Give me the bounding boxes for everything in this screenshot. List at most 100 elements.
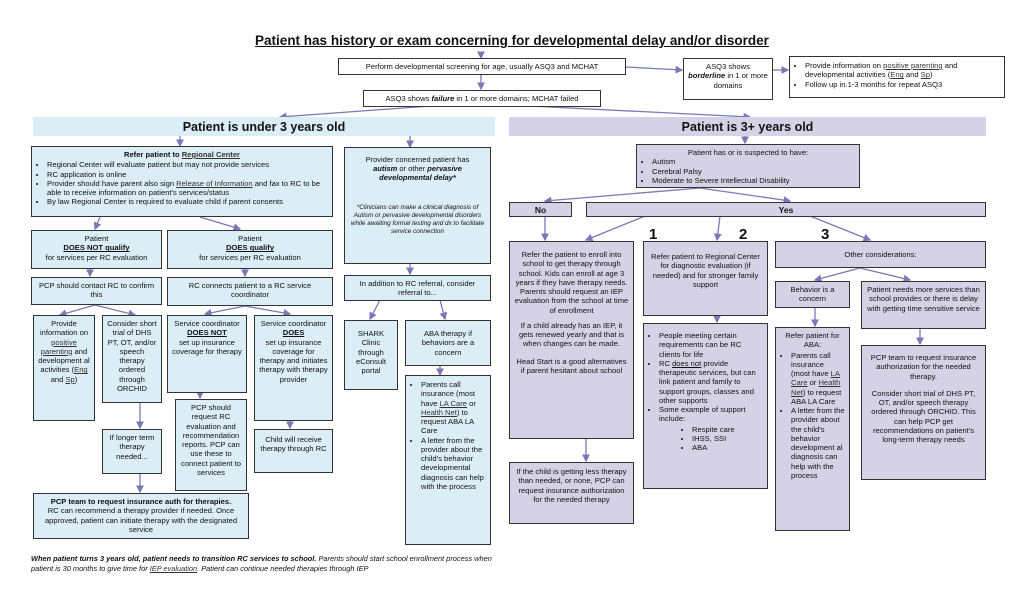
sp-link-2[interactable]: Sp <box>65 374 75 384</box>
pcp-team-auth-box: PCP team to request insurance auth for t… <box>33 493 249 539</box>
failure-text-c: in 1 or more domains; MCHAT failed <box>454 94 579 103</box>
rcc-b2a: RC <box>659 358 673 368</box>
provider-letter-item: A letter from the provider about the chi… <box>421 436 486 492</box>
aba3-b1c: or <box>807 378 819 388</box>
rcc-b2c: provide therapeutic services, but can li… <box>659 358 756 405</box>
eng-link[interactable]: Eng <box>890 70 904 80</box>
refer-aba-item: Parents call insurance (most have LA Car… <box>791 351 845 407</box>
scd-b: DOES <box>282 328 305 338</box>
no-label: No <box>509 202 572 217</box>
borderline-box: ASQ3 shows borderline in 1 or more domai… <box>683 58 773 100</box>
positive-parenting-link[interactable]: positive parenting <box>883 61 943 70</box>
pp-text-c: and developmental activities ( <box>805 61 958 80</box>
refer-rc-bullet: Provider should have parent also sign Re… <box>47 179 328 198</box>
sp-link[interactable]: Sp <box>920 70 930 80</box>
dnq-a: Patient <box>84 234 109 243</box>
pcp-team3-p2: Consider short trial of DHS PT, OT, and/… <box>871 388 976 444</box>
follow-up-item: Follow up in.1-3 months for repeat ASQ3 <box>805 80 1000 89</box>
pc-c: or <box>467 398 476 408</box>
longer-term-box: If longer term therapy needed... <box>102 429 162 474</box>
rcc-b2b: does not <box>672 358 702 368</box>
suspected-item: Cerebral Palsy <box>652 167 855 176</box>
suspected-box: Patient has or is suspected to have: Aut… <box>636 144 860 188</box>
pi-close: ) <box>74 374 78 384</box>
option-number-2: 2 <box>739 226 748 243</box>
health-net-link-2[interactable]: Health Net <box>791 378 841 397</box>
footer-d: . Patient can continue needed therapies … <box>197 563 369 573</box>
suspected-item: Autism <box>652 157 855 166</box>
refer-school-p1: Refer the patient to enroll into school … <box>514 250 629 315</box>
rc-clients-item: Some example of support include: <box>659 405 763 424</box>
pp-text-a: Provide information on <box>805 61 884 70</box>
footer-b: Parents should start school enrollment p… <box>31 554 492 573</box>
footer-a: When patient turns 3 years old, patient … <box>31 554 317 563</box>
failure-text-b: failure <box>431 94 455 103</box>
pcp-request-box: PCP should request RC evaluation and rec… <box>175 399 247 491</box>
under-3-header: Patient is under 3 years old <box>33 117 495 136</box>
refer-school-box: Refer the patient to enroll into school … <box>509 241 634 439</box>
child-receive-box: Child will receive therapy through RC <box>254 429 333 473</box>
over-3-header: Patient is 3+ years old <box>509 117 986 136</box>
pi-and: and <box>50 374 66 384</box>
la-care-link[interactable]: LA Care <box>439 398 468 408</box>
pc-a: Parents call insurance (most have <box>421 380 476 408</box>
positive-parenting-item: Provide information on positive parentin… <box>805 61 1000 80</box>
screening-box: Perform developmental screening for age,… <box>338 58 626 75</box>
refer-aba-title: Refer patient for ABA: <box>785 331 840 350</box>
footer-note: When patient turns 3 years old, patient … <box>31 554 511 573</box>
support-item: ABA <box>692 443 763 452</box>
behavior-concern-box: Behavior is a concern <box>775 281 850 308</box>
refer-rc-bullet: By law Regional Center is required to ev… <box>47 197 328 206</box>
dq-a: Patient <box>238 234 262 243</box>
pcp-team-title: PCP team to request insurance auth for t… <box>50 497 232 506</box>
autism-footnote: *Clinicians can make a clinical diagnosi… <box>350 204 485 235</box>
eng-link-2[interactable]: Eng <box>74 365 88 375</box>
option-number-3: 3 <box>821 226 830 243</box>
suspected-title: Patient has or is suspected to have: <box>687 148 809 157</box>
refer-rc-bullet: Regional Center will evaluate patient bu… <box>47 160 328 169</box>
refer-aba-box: Refer patient for ABA: Parents call insu… <box>775 327 850 531</box>
less-therapy-box: If the child is getting less therapy tha… <box>509 462 634 524</box>
borderline-text-b: borderline <box>688 71 726 81</box>
scd-a: Service coordinator <box>260 319 327 328</box>
la-care-link-2[interactable]: LA Care <box>791 369 840 388</box>
dnq-c: for services per RC evaluation <box>45 252 148 262</box>
in-addition-box: In addition to RC referral, consider ref… <box>344 275 491 301</box>
refer-rc-title: Refer patient to Regional Center <box>36 150 328 159</box>
suspected-item: Moderate to Severe Intellectual Disabili… <box>652 176 855 185</box>
positive-parenting-box: Provide information on positive parentin… <box>789 56 1005 98</box>
refer-rc-b3a: Provider should have parent also sign <box>47 178 177 188</box>
pcp-contact-rc-box: PCP should contact RC to confirm this <box>31 277 162 305</box>
concern-b: autism <box>373 164 398 174</box>
rc-clients-box: People meeting certain requirements can … <box>643 323 768 489</box>
scn-b: DOES NOT <box>187 328 227 338</box>
concern-d: pervasive developmental delay* <box>379 164 462 183</box>
borderline-text-a: ASQ3 shows <box>706 62 750 71</box>
parents-call-box: Parents call insurance (most have LA Car… <box>405 375 491 545</box>
page-title: Patient has history or exam concerning f… <box>255 33 769 48</box>
refer-aba-item: A letter from the provider about the chi… <box>791 406 845 480</box>
pcp-team3-p1: PCP team to request insurance authorizat… <box>870 353 977 381</box>
pi-c: and development al activities ( <box>38 346 90 375</box>
release-of-information-link[interactable]: Release of Information <box>176 178 253 188</box>
parents-call-item: Parents call insurance (most have LA Car… <box>421 380 486 436</box>
scn-c: set up insurance coverage for therapy <box>172 337 242 356</box>
iep-evaluation-link[interactable]: IEP evaluation <box>149 563 198 573</box>
regional-center-link[interactable]: Regional Center <box>181 150 241 159</box>
short-trial-box: Consider short trial of DHS PT, OT, and/… <box>102 315 162 403</box>
refer-rc-b3c: and fax to RC to be able to receive info… <box>47 178 321 197</box>
scn-a: Service coordinator <box>174 319 240 328</box>
health-net-link[interactable]: Health Net <box>421 407 457 417</box>
failure-box: ASQ3 shows failure in 1 or more domains;… <box>363 90 601 107</box>
refer-rc-title-a: Refer patient to <box>123 150 182 159</box>
refer-school-p3: Head Start is a good alternatives if par… <box>516 356 627 375</box>
support-item: Respite care <box>692 425 763 434</box>
positive-parenting-link-2[interactable]: positive parenting <box>40 337 77 356</box>
pcp-team-body: RC can recommend a therapy provider if n… <box>44 506 238 534</box>
